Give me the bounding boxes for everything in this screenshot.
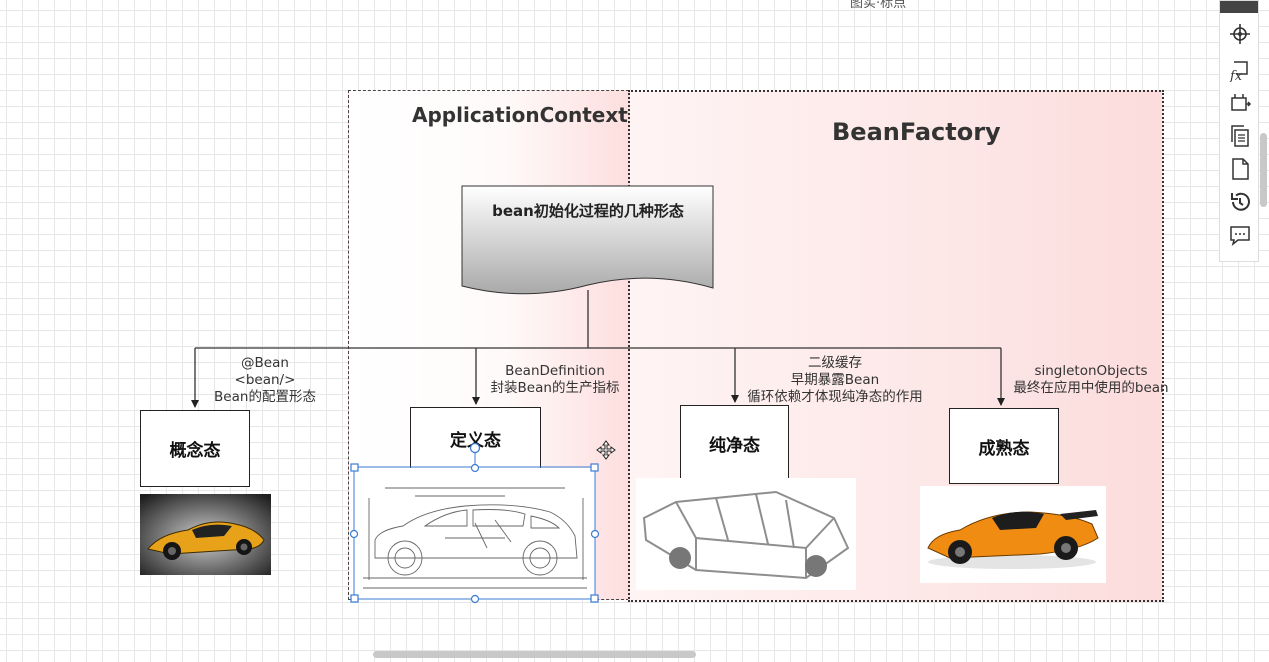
formula-icon[interactable]: fx	[1228, 58, 1252, 82]
car-body-frame-photo[interactable]	[636, 478, 856, 590]
orange-supercar-photo[interactable]	[920, 486, 1106, 583]
crop-icon[interactable]	[1228, 91, 1252, 115]
annotation-line: 早期暴露Bean	[790, 372, 880, 388]
annotation-line: 循环依赖才体现纯净态的作用	[747, 389, 923, 405]
orange-concept-car-photo[interactable]	[140, 494, 271, 575]
state-box-mature[interactable]: 成熟态	[949, 408, 1059, 484]
concept-annotation: @Bean <bean/> Bean的配置形态	[205, 355, 325, 406]
page-icon[interactable]	[1228, 157, 1252, 181]
definition-annotation: BeanDefinition 封装Bean的生产指标	[485, 363, 625, 397]
crosshair-icon[interactable]	[1228, 22, 1252, 46]
state-box-pure[interactable]: 纯净态	[680, 405, 789, 481]
right-toolbar: fx	[1219, 0, 1259, 262]
top-cut-text: 图实·标点	[850, 0, 907, 11]
comment-icon[interactable]	[1228, 223, 1252, 247]
selection-handles[interactable]	[345, 440, 610, 610]
state-box-concept[interactable]: 概念态	[140, 410, 250, 487]
bean-factory-title: BeanFactory	[832, 118, 1001, 146]
history-icon[interactable]	[1228, 190, 1252, 214]
horizontal-scrollbar[interactable]	[373, 651, 696, 658]
mature-annotation: singletonObjects 最终在应用中使用的bean	[1008, 363, 1174, 397]
root-node-label: bean初始化过程的几种形态	[492, 202, 684, 220]
move-cursor-icon	[596, 440, 616, 460]
copy-icon[interactable]	[1228, 124, 1252, 148]
annotation-line: BeanDefinition	[505, 363, 605, 379]
pure-annotation: 二级缓存 早期暴露Bean 循环依赖才体现纯净态的作用	[740, 355, 930, 406]
annotation-line: Bean的配置形态	[214, 389, 316, 405]
svg-text:fx: fx	[1229, 69, 1243, 82]
root-document-shape	[461, 185, 714, 295]
annotation-line: singletonObjects	[1034, 363, 1148, 379]
application-context-title: ApplicationContext	[412, 103, 628, 127]
annotation-line: 二级缓存	[808, 355, 862, 371]
car-blueprint-drawing[interactable]	[355, 468, 595, 600]
annotation-line: <bean/>	[234, 372, 296, 388]
toolbar-header	[1220, 1, 1258, 13]
annotation-line: 封装Bean的生产指标	[490, 380, 620, 396]
annotation-line: 最终在应用中使用的bean	[1013, 380, 1169, 396]
vertical-scrollbar[interactable]	[1260, 133, 1267, 207]
annotation-line: @Bean	[241, 355, 289, 371]
